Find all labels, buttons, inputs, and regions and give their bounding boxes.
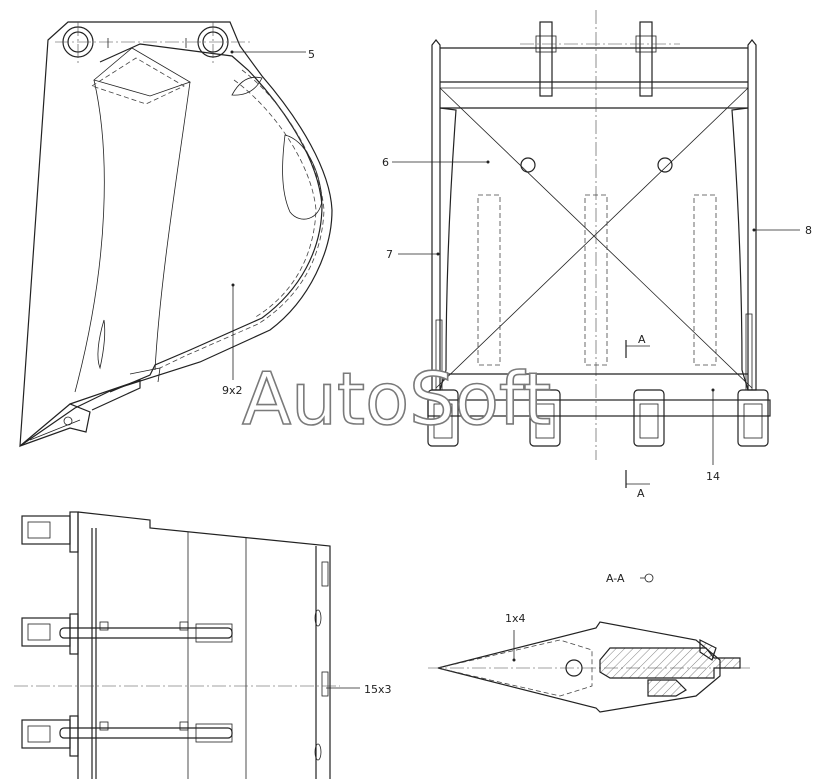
callout-14: 14	[706, 470, 720, 483]
front-view	[392, 10, 800, 488]
callout-9x2: 9x2	[222, 384, 243, 397]
callout-7: 7	[386, 248, 393, 261]
watermark: AutoSoft	[242, 357, 551, 441]
callout-6: 6	[382, 156, 389, 169]
top-view	[14, 511, 360, 779]
callout-8: 8	[805, 224, 812, 237]
callout-1x4: 1x4	[505, 612, 526, 625]
section-title: A-A	[606, 572, 625, 585]
section-mark-bottom: A	[637, 487, 645, 500]
callout-15x3: 15x3	[364, 683, 392, 696]
callout-5: 5	[308, 48, 315, 61]
section-mark-top: A	[638, 333, 646, 346]
section-a-a	[428, 573, 750, 713]
side-view	[19, 21, 333, 448]
front-teeth	[427, 389, 769, 447]
